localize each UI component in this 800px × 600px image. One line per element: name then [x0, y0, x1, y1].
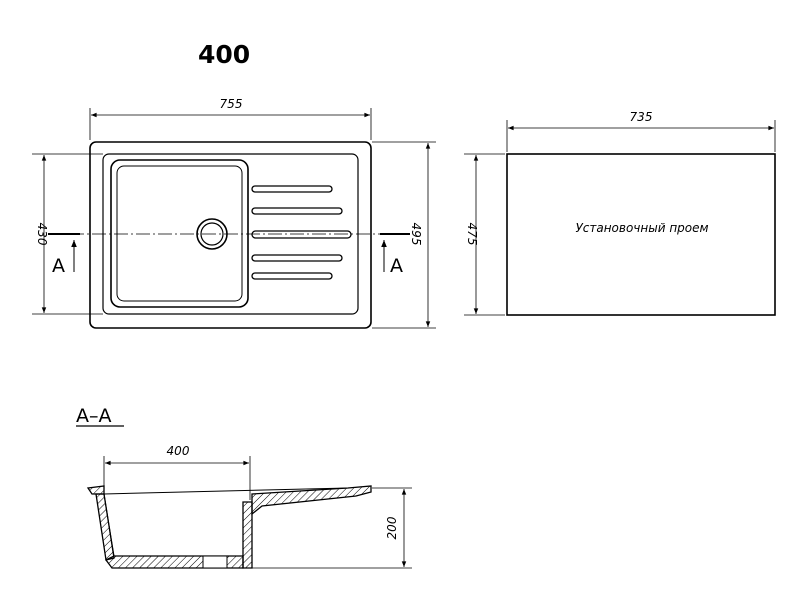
dim-overall-depth-label: 495 — [409, 223, 423, 246]
section-profile — [86, 485, 372, 569]
dim-inner-height-label: 430 — [35, 223, 49, 246]
cutout-label: Установочный проем — [575, 221, 708, 235]
section-letter-right: A — [390, 255, 403, 277]
dim-overall-width-label: 755 — [220, 97, 243, 111]
dim-overall-depth: 495 — [372, 141, 436, 329]
sink-outline — [89, 141, 372, 329]
dim-bowl-width: 400 — [103, 444, 251, 500]
dim-bowl-depth: 200 — [252, 487, 412, 569]
section-marker-right: A — [380, 233, 410, 277]
section-letter-left: A — [52, 255, 65, 277]
section-title: A–A — [76, 405, 112, 427]
drainboard-grooves — [251, 185, 352, 280]
dim-cutout-width-label: 735 — [630, 110, 653, 124]
cutout-rectangle — [506, 153, 776, 316]
drain-inner — [200, 222, 224, 246]
cutout-view: Установочный проем 735 475 — [464, 110, 776, 316]
section-marker-left: A — [48, 233, 80, 277]
plan-view: A A 755 430 495 — [32, 97, 436, 329]
dim-cutout-width: 735 — [506, 110, 776, 152]
drawing-title: 400 — [198, 40, 251, 69]
dim-cutout-depth-label: 475 — [465, 223, 479, 246]
dim-bowl-width-label: 400 — [167, 444, 190, 458]
dim-cutout-depth: 475 — [464, 153, 505, 316]
dim-inner-height: 430 — [32, 153, 103, 315]
bowl-outer — [110, 159, 249, 308]
bowl-inner — [116, 165, 243, 302]
dim-bowl-depth-label: 200 — [385, 516, 399, 539]
section-view: A–A 400 — [76, 405, 412, 569]
dim-overall-width: 755 — [89, 97, 372, 140]
